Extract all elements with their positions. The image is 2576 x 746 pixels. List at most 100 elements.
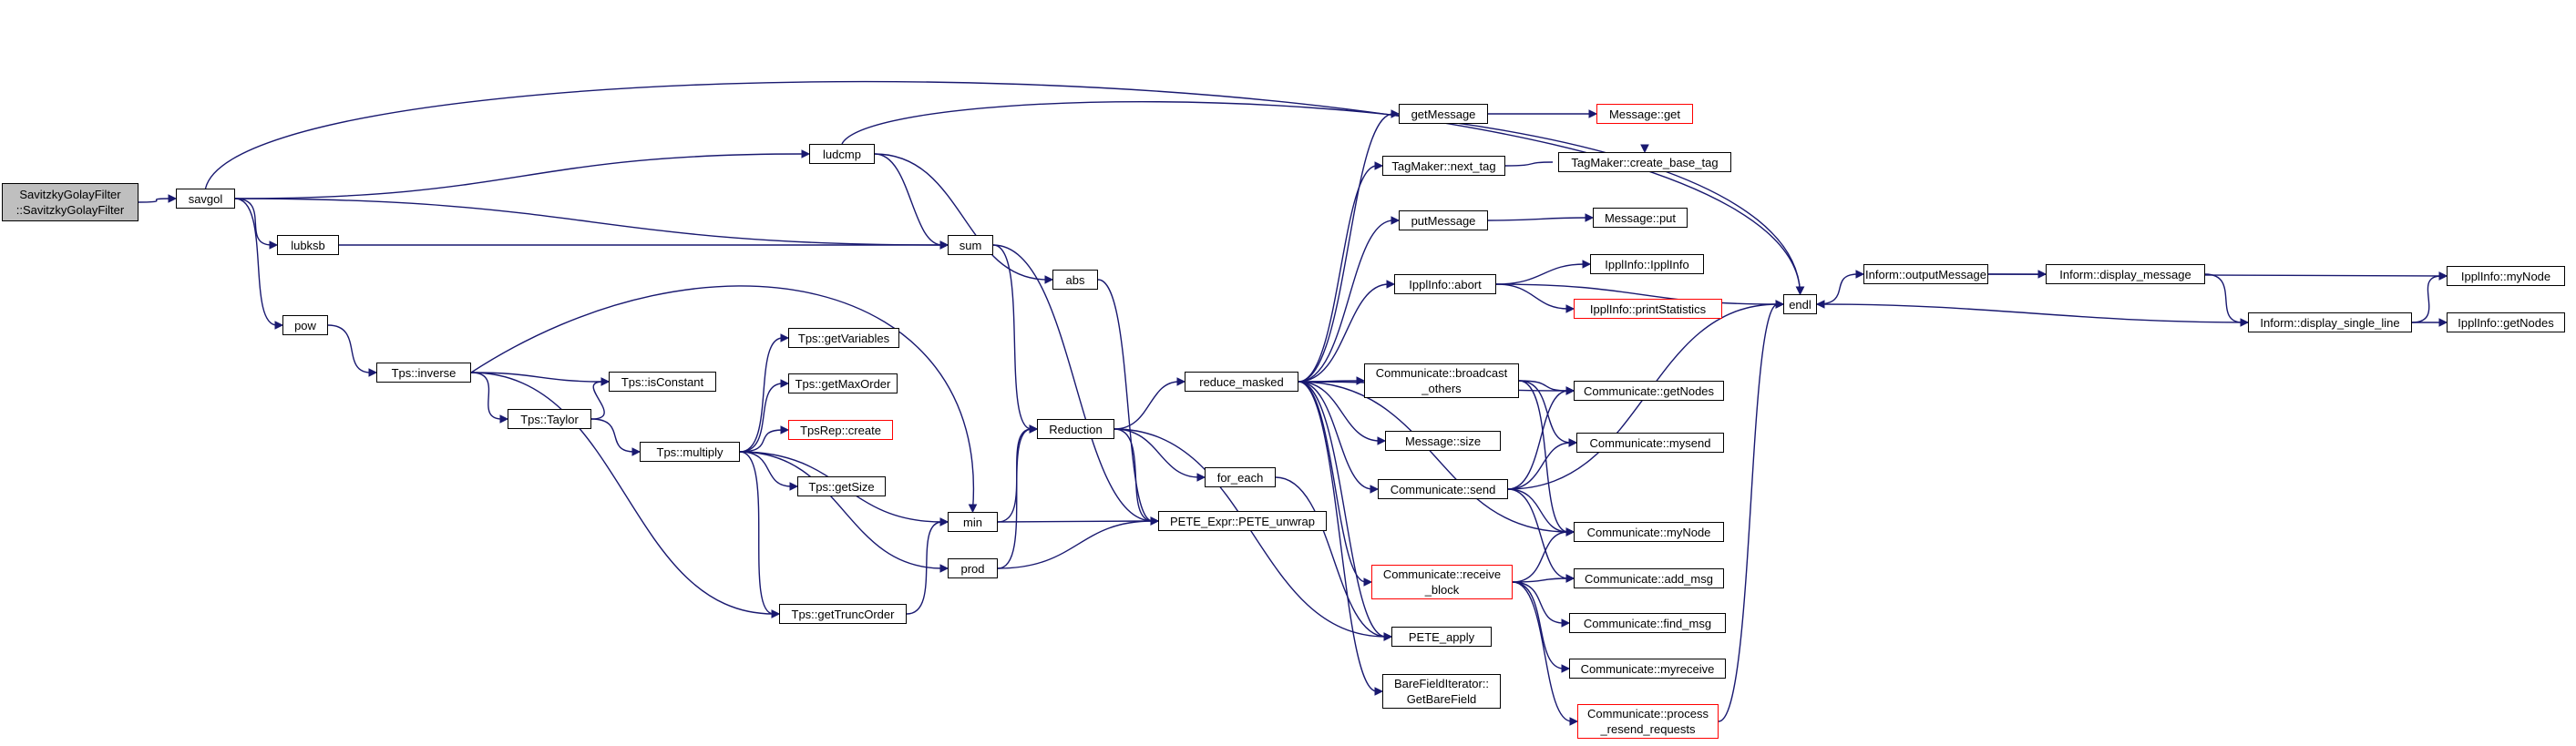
node-inform-display[interactable]: Inform::display_message bbox=[2046, 264, 2205, 284]
arrowhead-tps-getsize bbox=[789, 482, 799, 491]
node-lubksb[interactable]: lubksb bbox=[277, 235, 339, 255]
node-comm-addmsg[interactable]: Communicate::add_msg bbox=[1574, 568, 1724, 588]
node-message-get[interactable]: Message::get bbox=[1596, 104, 1693, 124]
node-ipplinfo-ipplinfo[interactable]: IpplInfo::IpplInfo bbox=[1590, 254, 1704, 274]
node-ludcmp[interactable]: ludcmp bbox=[809, 144, 875, 164]
node-getmessage[interactable]: getMessage bbox=[1399, 104, 1488, 124]
node-tps-getsize[interactable]: Tps::getSize bbox=[797, 476, 886, 496]
node-tps-taylor[interactable]: Tps::Taylor bbox=[508, 409, 591, 429]
node-comm-process[interactable]: Communicate::process _resend_requests bbox=[1577, 704, 1719, 739]
node-tagmaker-create[interactable]: TagMaker::create_base_tag bbox=[1558, 152, 1731, 172]
node-message-put[interactable]: Message::put bbox=[1593, 208, 1688, 228]
node-inform-single[interactable]: Inform::display_single_line bbox=[2248, 312, 2412, 332]
edge-min-to-pete-unwrap bbox=[997, 520, 1154, 523]
node-sum[interactable]: sum bbox=[948, 235, 993, 255]
node-comm-broadcast[interactable]: Communicate::broadcast _others bbox=[1364, 363, 1519, 398]
edge-savgol-to-pow bbox=[234, 198, 278, 326]
node-inform-output[interactable]: Inform::outputMessage bbox=[1863, 264, 1988, 284]
node-tagmaker-next[interactable]: TagMaker::next_tag bbox=[1382, 156, 1505, 176]
edge-reduction-to-reduce-masked bbox=[1114, 381, 1180, 430]
edge-reduce-masked-to-tagmaker-next bbox=[1298, 165, 1378, 383]
edge-tps-inverse-to-tps-isconstant bbox=[470, 372, 604, 383]
node-min[interactable]: min bbox=[948, 512, 998, 532]
node-abs[interactable]: abs bbox=[1052, 270, 1098, 290]
arrowhead-reduce-masked bbox=[1176, 377, 1186, 386]
arrowhead-pete-unwrap bbox=[1150, 516, 1160, 526]
edge-ludcmp-to-endl bbox=[841, 101, 1801, 293]
edge-tps-inverse-to-tps-taylor bbox=[470, 372, 503, 420]
arrowhead-prod bbox=[939, 564, 949, 573]
node-savgol[interactable]: savgol bbox=[176, 189, 235, 209]
node-tps-getmaxorder[interactable]: Tps::getMaxOrder bbox=[788, 373, 898, 393]
node-barefield[interactable]: BareFieldIterator:: GetBareField bbox=[1382, 674, 1501, 709]
node-tps-getvariables[interactable]: Tps::getVariables bbox=[788, 328, 899, 348]
arrowhead-tagmaker-create bbox=[1640, 144, 1649, 154]
node-endl[interactable]: endl bbox=[1783, 294, 1817, 314]
node-tps-gettruncorder[interactable]: Tps::getTruncOrder bbox=[779, 604, 907, 624]
edge-ipplinfo-abort-to-ipplinfo-printstats bbox=[1495, 283, 1569, 310]
edge-ipplinfo-abort-to-ipplinfo-ipplinfo bbox=[1495, 263, 1586, 285]
edge-reduce-masked-to-ipplinfo-abort bbox=[1298, 283, 1390, 383]
node-tps-inverse[interactable]: Tps::inverse bbox=[376, 363, 471, 383]
edge-reduce-masked-to-putmessage bbox=[1298, 220, 1394, 383]
edge-reduction-to-for-each bbox=[1114, 428, 1200, 478]
arrowhead-endl bbox=[1775, 300, 1785, 309]
arrowhead-comm-myreceive bbox=[1561, 664, 1571, 673]
node-tpsrep-create[interactable]: TpsRep::create bbox=[788, 420, 893, 440]
node-comm-mynode[interactable]: Communicate::myNode bbox=[1574, 522, 1724, 542]
edge-pow-to-tps-inverse bbox=[327, 324, 372, 373]
arrowhead-tps-isconstant bbox=[600, 377, 611, 386]
node-comm-mysend[interactable]: Communicate::mysend bbox=[1576, 433, 1724, 453]
node-ipplinfo-printstats[interactable]: IpplInfo::printStatistics bbox=[1574, 299, 1722, 319]
node-for-each[interactable]: for_each bbox=[1205, 467, 1276, 487]
edge-prod-to-pete-unwrap bbox=[997, 520, 1154, 569]
arrowhead-barefield bbox=[1374, 687, 1384, 696]
edge-comm-send-to-comm-getnodes bbox=[1507, 390, 1569, 490]
arrowhead-for-each bbox=[1196, 473, 1206, 482]
edge-tps-taylor-to-tps-isconstant bbox=[590, 381, 605, 420]
node-comm-send[interactable]: Communicate::send bbox=[1378, 479, 1508, 499]
arrowhead-tps-multiply bbox=[631, 447, 641, 456]
node-pow[interactable]: pow bbox=[282, 315, 328, 335]
node-comm-getnodes[interactable]: Communicate::getNodes bbox=[1574, 381, 1724, 401]
node-comm-findmsg[interactable]: Communicate::find_msg bbox=[1569, 613, 1726, 633]
edge-reduce-masked-to-getmessage bbox=[1298, 113, 1394, 383]
edge-inform-single-to-ipplinfo-mynode bbox=[2411, 275, 2442, 323]
node-reduction[interactable]: Reduction bbox=[1037, 419, 1114, 439]
edge-tps-gettruncorder-to-min bbox=[906, 521, 943, 615]
edge-tagmaker-next-to-tagmaker-create bbox=[1504, 161, 1554, 167]
node-reduce-masked[interactable]: reduce_masked bbox=[1185, 372, 1298, 392]
node-prod[interactable]: prod bbox=[948, 558, 998, 578]
node-comm-receive[interactable]: Communicate::receive _block bbox=[1371, 565, 1513, 599]
node-tps-isconstant[interactable]: Tps::isConstant bbox=[609, 372, 716, 392]
edge-for-each-to-pete-apply bbox=[1275, 476, 1387, 638]
arrowhead-endl bbox=[1795, 286, 1805, 296]
edge-min-to-reduction bbox=[997, 428, 1032, 523]
node-pete-apply[interactable]: PETE_apply bbox=[1391, 627, 1492, 647]
node-message-size[interactable]: Message::size bbox=[1385, 431, 1501, 451]
edge-sum-to-reduction bbox=[992, 244, 1032, 430]
edge-abs-to-pete-unwrap bbox=[1097, 279, 1154, 522]
edge-comm-receive-to-comm-myreceive bbox=[1512, 581, 1565, 669]
arrowhead-message-size bbox=[1377, 436, 1387, 445]
arrowhead-getmessage bbox=[1391, 109, 1401, 118]
arrowhead-tagmaker-next bbox=[1374, 161, 1384, 170]
edge-reduce-masked-to-message-size bbox=[1298, 381, 1380, 442]
node-putmessage[interactable]: putMessage bbox=[1399, 210, 1488, 230]
edge-ludcmp-to-sum bbox=[874, 153, 943, 246]
edge-ipplinfo-abort-to-endl bbox=[1495, 283, 1779, 305]
arrowhead-ipplinfo-ipplinfo bbox=[1582, 260, 1592, 269]
node-tps-multiply[interactable]: Tps::multiply bbox=[640, 442, 740, 462]
arrowhead-min bbox=[939, 517, 949, 526]
arrowhead-abs bbox=[1044, 275, 1054, 284]
node-pete-unwrap[interactable]: PETE_Expr::PETE_unwrap bbox=[1158, 511, 1327, 531]
node-comm-myreceive[interactable]: Communicate::myreceive bbox=[1569, 659, 1726, 679]
node-ipplinfo-getnodes[interactable]: IpplInfo::getNodes bbox=[2447, 312, 2565, 332]
node-ipplinfo-abort[interactable]: IpplInfo::abort bbox=[1394, 274, 1496, 294]
node-ipplinfo-mynode[interactable]: IpplInfo::myNode bbox=[2447, 266, 2565, 286]
arrowhead-ipplinfo-mynode bbox=[2438, 271, 2448, 281]
edge-comm-receive-to-comm-mynode bbox=[1512, 531, 1569, 583]
call-edges bbox=[138, 80, 2448, 726]
edge-comm-receive-to-comm-addmsg bbox=[1512, 577, 1569, 583]
arrowhead-tps-inverse bbox=[368, 368, 378, 377]
